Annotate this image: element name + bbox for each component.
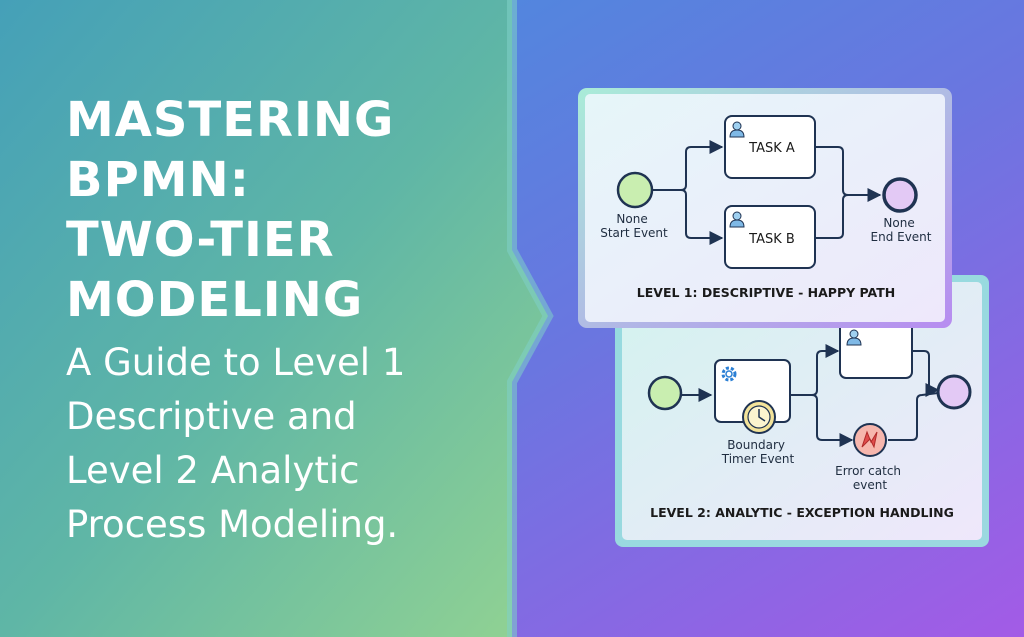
sequence-flow [888,392,939,441]
sequence-flow [815,194,849,239]
title-line: MASTERING [66,92,395,148]
left-panel-shape [0,0,548,637]
end-event [936,374,972,410]
task-b-label: TASK B [748,232,795,247]
level1-caption: LEVEL 1: DESCRIPTIVE - HAPPY PATH [637,285,895,300]
user-icon [846,329,862,346]
subtitle-line: Level 2 Analytic [66,449,360,492]
lightning-icon [853,423,887,457]
level1-diagram-card: TASK A TASK B None Start Event None End … [578,88,952,328]
sequence-flow [912,350,940,397]
user-icon [729,121,745,138]
task-a [724,115,816,179]
boundary-timer-label: Boundary Timer Event [721,438,795,466]
gear-icon [721,366,737,382]
title-line: TWO-TIER [66,212,335,268]
task-a-label: TASK A [748,141,795,156]
level2-caption: LEVEL 2: ANALYTIC - EXCEPTION HANDLING [650,505,954,520]
start-event [616,171,654,209]
task-b [724,205,816,269]
start-event [647,375,683,411]
level2-diagram-card: Boundary Timer Event Error catch event L… [615,275,989,547]
sequence-flow [788,394,854,447]
clock-icon [742,400,776,434]
page-title: MASTERING BPMN: TWO-TIER MODELING [66,90,506,330]
user-icon [729,211,745,228]
subtitle-line: Process Modeling. [66,503,399,546]
title-line: MODELING [66,272,364,328]
error-catch-label: Error catch event [835,464,905,492]
start-event-label: None Start Event [600,212,668,240]
end-event-label: None End Event [871,216,932,244]
subtitle-line: Descriptive and [66,395,357,438]
end-event [882,177,918,213]
subtitle: A Guide to Level 1 Descriptive and Level… [66,336,506,552]
sequence-flow [652,189,724,245]
title-line: BPMN: [66,152,250,208]
subtitle-line: A Guide to Level 1 [66,341,406,384]
